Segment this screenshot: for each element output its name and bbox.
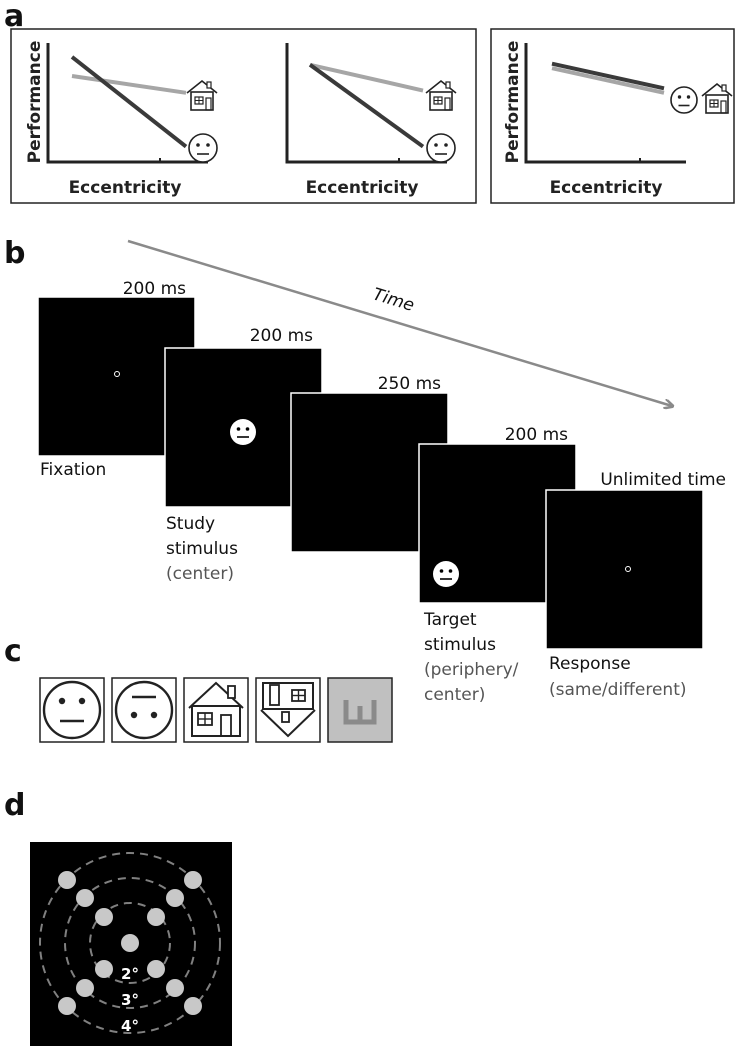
stimulus-position (58, 997, 76, 1015)
axes (46, 43, 208, 164)
x-axis-label: Eccentricity (69, 178, 182, 198)
ring-2deg (89, 902, 171, 984)
eccentricity-label-3: 3° (121, 991, 139, 1009)
panel-letter-a: a (4, 0, 24, 34)
scrambled-face-icon (111, 677, 177, 743)
eccentricity-label-4: 4° (121, 1017, 139, 1035)
face-icon (188, 133, 218, 163)
screen-duration: 200 ms (505, 425, 568, 445)
time-label: Time (370, 285, 416, 316)
face-icon (230, 419, 256, 445)
screen-caption-line: stimulus (424, 635, 496, 655)
eccentricity-label-2: 2° (121, 965, 139, 983)
panel-letter-c: c (4, 634, 22, 669)
face-icon (426, 133, 456, 163)
face-line (308, 63, 425, 149)
screen-duration: 250 ms (378, 374, 441, 394)
screen-caption-line: Fixation (40, 460, 106, 480)
screen-caption-line: Response (549, 654, 631, 674)
stimulus-position (58, 871, 76, 889)
house-icon (186, 79, 218, 111)
normal-face-icon (39, 677, 105, 743)
screen-duration: Unlimited time (600, 470, 726, 490)
scrambled-house-icon (255, 677, 321, 743)
screen-duration: 200 ms (250, 326, 313, 346)
stimulus-position-center (121, 934, 139, 952)
normal-house-icon (183, 677, 249, 743)
time-arrow (127, 239, 672, 406)
screen-caption-sub: center) (424, 685, 485, 705)
panel-a-frame-right (490, 28, 735, 204)
panel-letter-d: d (4, 788, 25, 823)
letter-e-icon (327, 677, 393, 743)
screen-caption-line: stimulus (166, 539, 238, 559)
panel-d: 2° 3° 4° (30, 842, 232, 1046)
screen-caption-sub: (center) (166, 564, 234, 584)
face-line (70, 55, 188, 149)
fixation-dot (625, 566, 631, 572)
house-line (71, 74, 187, 95)
house-line (551, 66, 665, 95)
screen-caption-line: Study (166, 514, 215, 534)
screen-response: Unlimited time Response (same/different) (545, 470, 726, 700)
screen-duration: 200 ms (123, 279, 186, 299)
stimulus-position (147, 960, 165, 978)
plot-3: Eccentricity Performance (503, 41, 733, 198)
face-icon (670, 86, 698, 114)
stimulus-position (76, 889, 94, 907)
y-axis-label: Performance (25, 41, 45, 164)
screen-caption-line: Target (423, 610, 477, 630)
face-line (551, 61, 665, 91)
stimulus-position (147, 908, 165, 926)
house-icon (425, 79, 457, 111)
panel-b: Time 200 ms Fixation 200 ms Study stimul… (37, 239, 726, 705)
x-axis-label: Eccentricity (550, 178, 663, 198)
axes (524, 43, 686, 164)
screen-caption-sub: (same/different) (549, 680, 687, 700)
stimulus-position (76, 979, 94, 997)
ring-3deg (64, 877, 196, 1009)
y-axis-label: Performance (503, 41, 523, 164)
x-axis-label: Eccentricity (306, 178, 419, 198)
stimulus-position (184, 871, 202, 889)
stimulus-position (184, 997, 202, 1015)
face-icon (433, 561, 459, 587)
plot-2: Eccentricity (285, 43, 457, 198)
panel-c (39, 677, 393, 743)
house-line (309, 62, 424, 93)
screen (545, 489, 704, 650)
panel-letter-b: b (4, 236, 25, 271)
stimulus-position (95, 908, 113, 926)
screen-caption-sub: (periphery/ (424, 660, 519, 680)
stimulus-position (95, 960, 113, 978)
house-icon (701, 82, 733, 114)
ring-4deg (39, 852, 221, 1034)
panel-a: Eccentricity Performance (10, 28, 735, 204)
stimulus-position (166, 979, 184, 997)
axes (285, 43, 447, 164)
plot-1: Eccentricity Performance (25, 41, 218, 198)
stimulus-position (166, 889, 184, 907)
panel-a-frame-left (10, 28, 477, 204)
fixation-dot (114, 371, 120, 377)
